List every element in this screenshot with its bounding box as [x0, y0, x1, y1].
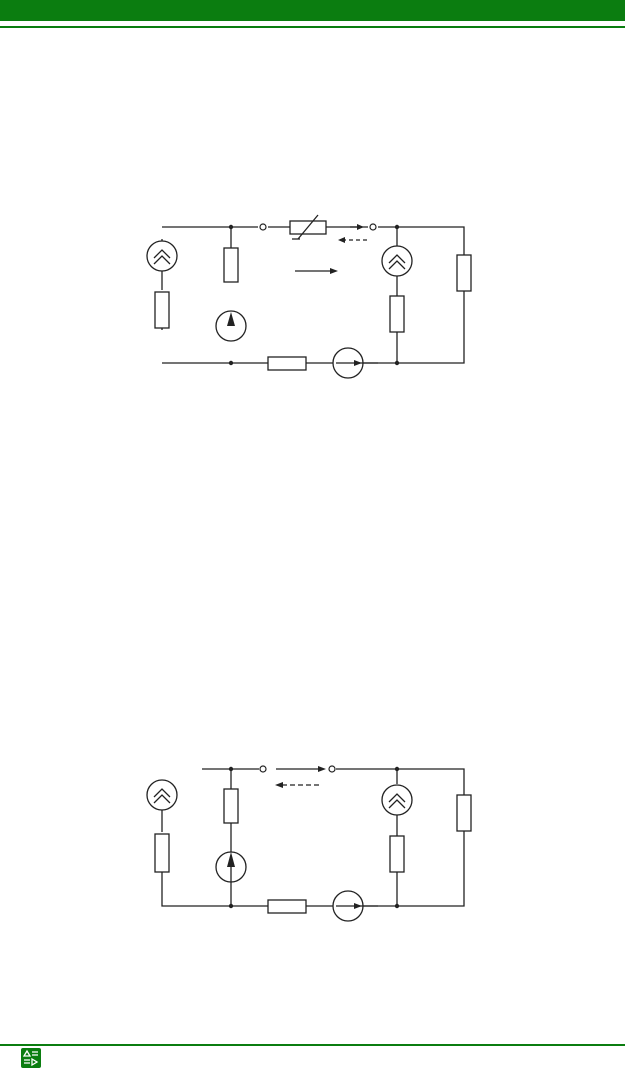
resistor-bottom: [267, 356, 307, 371]
resistor-far-right: [456, 254, 472, 292]
terminal-left: [259, 223, 267, 231]
resistor-left: [154, 833, 170, 873]
resistor-far-right: [456, 794, 472, 832]
circuit-logo-icon: [21, 1048, 41, 1068]
junction-nodes: [228, 766, 400, 909]
loop-current-arrow: [295, 268, 338, 274]
terminal-right: [369, 223, 377, 231]
wires: [161, 226, 465, 364]
current-arrow-solid: [350, 224, 364, 230]
junction-nodes: [228, 224, 400, 366]
header-rule: [0, 26, 625, 28]
current-arrow-dashed: [275, 782, 322, 788]
voltage-source-right: [381, 245, 413, 277]
current-arrow-solid: [276, 766, 326, 772]
current-arrow-dashed: [338, 237, 368, 243]
current-source-bottom: [332, 347, 378, 379]
resistor-left: [154, 291, 170, 329]
ammeter: [215, 851, 247, 883]
circuit-diagram-1: [146, 214, 472, 379]
wires: [161, 768, 465, 907]
resistor-branch-1: [223, 788, 239, 824]
resistor-bottom: [267, 899, 307, 914]
voltage-source-left: [146, 240, 178, 272]
voltage-source-left: [146, 779, 178, 811]
footer-rule: [0, 1044, 625, 1046]
resistor-right-branch: [389, 835, 405, 873]
resistor-branch-1: [223, 247, 239, 283]
nonlinear-resistor: [289, 214, 327, 240]
current-source-bottom: [332, 890, 378, 922]
circuit-diagram-2: [146, 765, 472, 922]
terminal-left: [259, 765, 267, 773]
terminal-right: [328, 765, 336, 773]
voltage-source-right: [381, 784, 413, 816]
header-bar: [0, 0, 625, 21]
ammeter: [215, 310, 247, 342]
resistor-right-branch: [389, 295, 405, 333]
